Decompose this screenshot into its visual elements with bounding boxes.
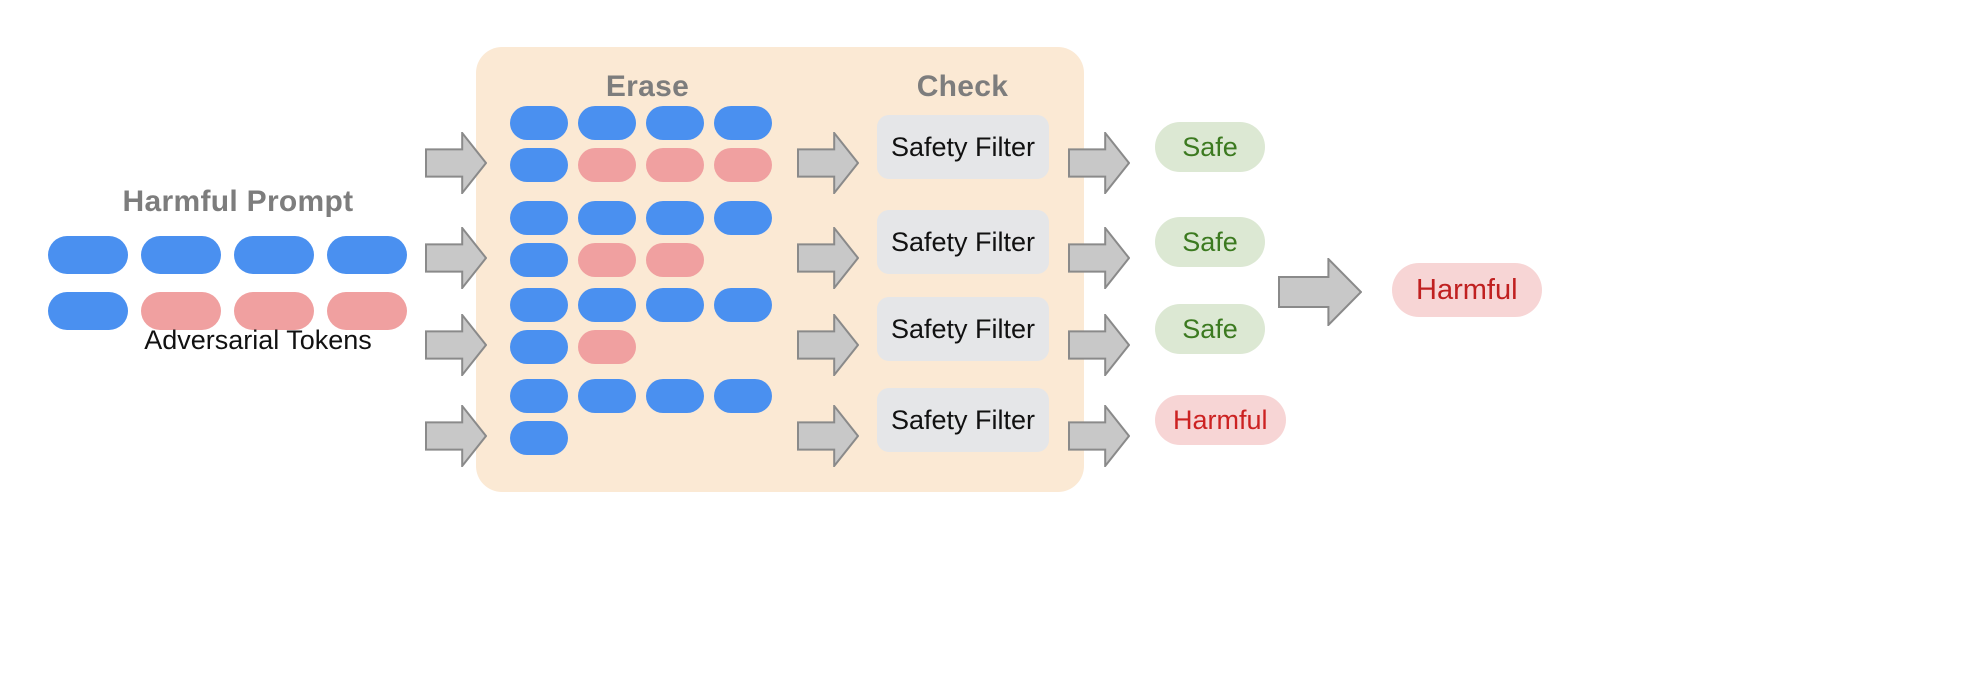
prompt-token-blue	[48, 236, 128, 274]
harmful-prompt-tokens	[48, 236, 428, 348]
erased-token-blue	[578, 106, 636, 140]
row-input-arrow-icon	[425, 314, 487, 376]
pipeline-row: Safety Filter Safe	[425, 106, 1525, 208]
erased-token-blue	[510, 288, 568, 322]
erased-token-row-top	[510, 288, 785, 322]
prompt-token-blue	[234, 236, 314, 274]
erased-token-row-top	[510, 201, 785, 235]
pipeline-row: Safety Filter Safe	[425, 201, 1525, 303]
erased-token-blue	[578, 288, 636, 322]
row-to-verdict-arrow-icon	[1068, 314, 1130, 376]
prompt-token-adversarial	[234, 292, 314, 330]
row-verdict-badge: Safe	[1155, 122, 1265, 172]
row-to-verdict-arrow-icon	[1068, 132, 1130, 194]
erased-token-blue	[510, 330, 568, 364]
erased-token-blue	[510, 201, 568, 235]
row-to-filter-arrow-icon	[797, 314, 859, 376]
erased-token-blue	[646, 288, 704, 322]
prompt-token-blue	[141, 236, 221, 274]
prompt-token-adversarial	[141, 292, 221, 330]
erased-token-group	[510, 201, 785, 285]
erased-token-blue	[510, 148, 568, 182]
prompt-token-blue	[48, 292, 128, 330]
prompt-token-row	[48, 236, 428, 274]
prompt-token-row	[48, 292, 428, 330]
pipeline-row: Safety Filter Safe	[425, 288, 1525, 390]
prompt-token-blue	[327, 236, 407, 274]
row-to-filter-arrow-icon	[797, 132, 859, 194]
erased-token-blue	[714, 201, 772, 235]
erased-token-blue	[714, 379, 772, 413]
safety-filter-box[interactable]: Safety Filter	[877, 115, 1049, 179]
row-verdict-badge: Safe	[1155, 304, 1265, 354]
row-verdict-badge: Safe	[1155, 217, 1265, 267]
erased-token-blue	[510, 379, 568, 413]
erased-token-group	[510, 288, 785, 372]
erased-token-row-top	[510, 106, 785, 140]
row-input-arrow-icon	[425, 227, 487, 289]
erased-token-row-bottom	[510, 330, 785, 364]
erased-token-blue	[646, 201, 704, 235]
erased-token-row-bottom	[510, 243, 785, 277]
harmful-prompt-title: Harmful Prompt	[122, 185, 354, 218]
row-verdict-badge: Harmful	[1155, 395, 1286, 445]
safety-filter-box[interactable]: Safety Filter	[877, 388, 1049, 452]
erased-token-blue	[578, 201, 636, 235]
erased-token-blue	[646, 106, 704, 140]
erased-token-blue	[646, 379, 704, 413]
prompt-token-adversarial	[327, 292, 407, 330]
erased-token-group	[510, 379, 785, 463]
erased-token-adversarial	[646, 148, 704, 182]
safety-filter-box[interactable]: Safety Filter	[877, 297, 1049, 361]
erase-section-header: Erase	[605, 70, 690, 103]
erased-token-adversarial	[714, 148, 772, 182]
erased-token-row-top	[510, 379, 785, 413]
check-section-header: Check	[916, 70, 1009, 103]
pipeline-row: Safety Filter Harmful	[425, 379, 1525, 481]
erased-token-blue	[510, 421, 568, 455]
erased-token-adversarial	[646, 243, 704, 277]
erased-token-blue	[714, 288, 772, 322]
erased-token-row-bottom	[510, 148, 785, 182]
erased-token-adversarial	[578, 330, 636, 364]
erased-token-blue	[578, 379, 636, 413]
final-verdict-badge: Harmful	[1392, 263, 1542, 317]
erased-token-group	[510, 106, 785, 190]
row-to-verdict-arrow-icon	[1068, 405, 1130, 467]
adversarial-tokens-label: Adversarial Tokens	[144, 325, 372, 355]
erased-token-adversarial	[578, 148, 636, 182]
erased-token-blue	[510, 243, 568, 277]
row-input-arrow-icon	[425, 405, 487, 467]
erased-token-row-bottom	[510, 421, 785, 455]
row-to-filter-arrow-icon	[797, 227, 859, 289]
safety-filter-box[interactable]: Safety Filter	[877, 210, 1049, 274]
erased-token-blue	[510, 106, 568, 140]
row-to-filter-arrow-icon	[797, 405, 859, 467]
erased-token-adversarial	[578, 243, 636, 277]
row-input-arrow-icon	[425, 132, 487, 194]
row-to-verdict-arrow-icon	[1068, 227, 1130, 289]
erased-token-blue	[714, 106, 772, 140]
final-arrow-icon	[1278, 256, 1363, 331]
